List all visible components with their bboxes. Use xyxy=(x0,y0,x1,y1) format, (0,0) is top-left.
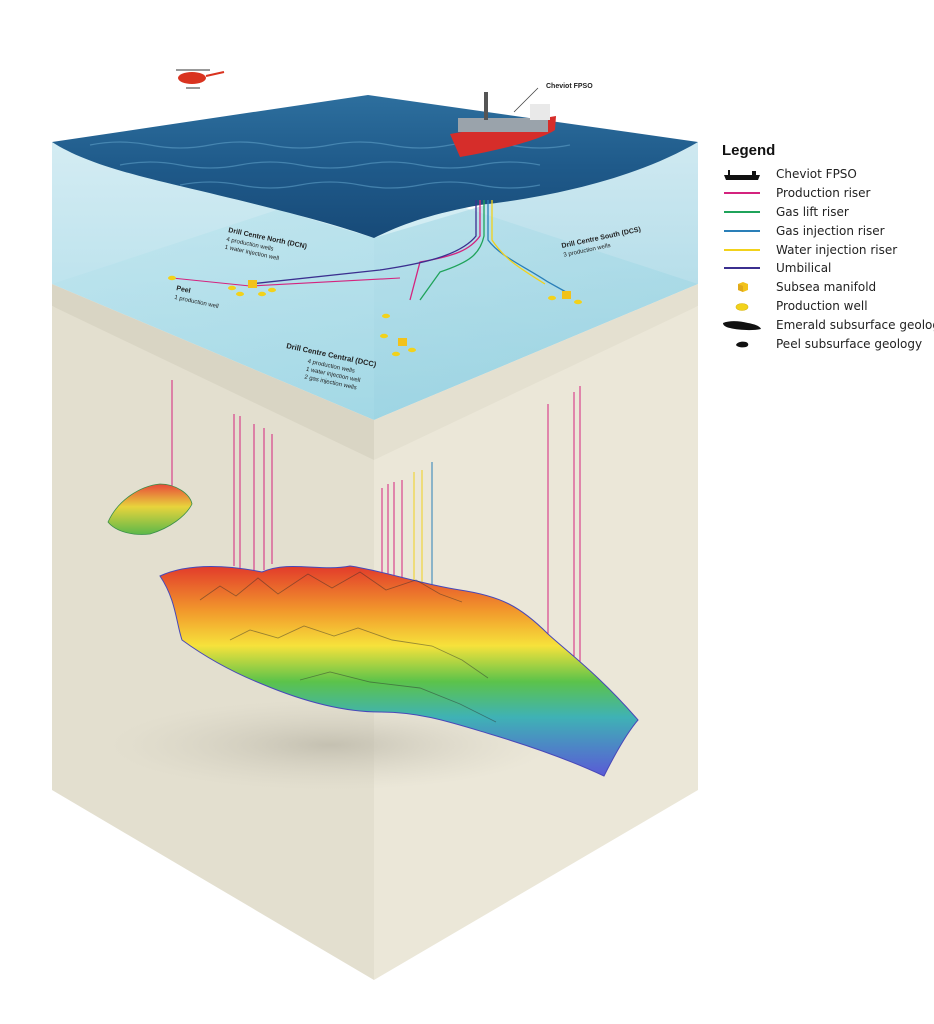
manifold-cube-icon xyxy=(722,280,762,294)
peel-geology xyxy=(107,483,193,535)
legend-item-umbilical: Umbilical xyxy=(722,259,932,278)
legend-label: Water injection riser xyxy=(776,242,898,257)
well-dcn-1 xyxy=(228,285,236,291)
gas-injection-riser xyxy=(487,200,567,293)
water-column xyxy=(52,95,698,460)
fpso-superstructure xyxy=(530,104,550,120)
well-dcs-2 xyxy=(574,299,582,305)
fpso-label: Cheviot FPSO xyxy=(546,83,593,90)
water-injection-riser xyxy=(491,200,546,285)
seabed-surface xyxy=(52,178,698,420)
seabed-hardware xyxy=(168,275,582,357)
legend-item-fpso: Cheviot FPSO xyxy=(722,165,932,184)
legend-item-subsea-manifold: Subsea manifold xyxy=(722,278,932,297)
umbilical xyxy=(249,200,477,285)
legend-item-peel-geology: Peel subsurface geology xyxy=(722,334,932,353)
manifold-dcn xyxy=(248,280,257,288)
svg-text:Peel: Peel xyxy=(176,285,192,295)
legend-item-gas-lift-riser: Gas lift riser xyxy=(722,203,932,222)
gas-injection-riser-line-icon xyxy=(722,224,762,238)
legend-item-production-well: Production well xyxy=(722,297,932,316)
subsurface-geology xyxy=(107,483,639,777)
legend-item-water-injection-riser: Water injection riser xyxy=(722,240,932,259)
reservoir-shadow xyxy=(110,700,550,790)
legend-item-emerald-geology: Emerald subsurface geology xyxy=(722,315,934,334)
legend-label: Emerald subsurface geology xyxy=(776,317,934,332)
well-peel xyxy=(168,275,176,281)
helicopter-icon xyxy=(176,69,225,89)
legend-label: Cheviot FPSO xyxy=(776,167,857,182)
manifold-dcs xyxy=(562,291,571,299)
well-dcn-4 xyxy=(268,287,276,293)
gas-lift-riser-line-icon xyxy=(722,205,762,219)
emerald-geology-blob-icon xyxy=(722,318,762,332)
well-dcn-3 xyxy=(258,291,266,297)
well-dcc-1 xyxy=(382,313,390,319)
fpso-ship: Cheviot FPSO xyxy=(450,83,593,157)
well-dcn-2 xyxy=(236,291,244,297)
seabed-right-edge xyxy=(374,284,698,460)
well-disc-icon xyxy=(722,299,762,313)
well-dcc-2 xyxy=(380,333,388,339)
fpso-deck xyxy=(458,118,548,132)
peel-geology-blob-icon xyxy=(722,337,762,351)
manifold-dcc xyxy=(398,338,407,346)
well-dcc-3 xyxy=(392,351,400,357)
legend-title: Legend xyxy=(722,142,776,159)
legend-item-production-riser: Production riser xyxy=(722,184,932,203)
fpso-label-leader xyxy=(513,87,539,113)
well-dcc-4 xyxy=(408,347,416,353)
emerald-geology xyxy=(159,565,639,777)
water-injection-riser-line-icon xyxy=(722,243,762,257)
legend-label: Umbilical xyxy=(776,261,832,276)
legend-label: Gas injection riser xyxy=(776,223,885,238)
gas-lift-riser xyxy=(419,200,485,301)
emerald-ridges xyxy=(199,571,497,723)
legend-label: Production riser xyxy=(776,186,871,201)
legend-label: Gas lift riser xyxy=(776,204,849,219)
fpso-tower xyxy=(484,92,488,120)
legend-label: Peel subsurface geology xyxy=(776,336,923,351)
well-dcs-1 xyxy=(548,295,556,301)
legend-label: Production well xyxy=(776,298,868,313)
legend-label: Subsea manifold xyxy=(776,280,877,295)
production-riser-line-icon xyxy=(722,186,762,200)
ship-silhouette-icon xyxy=(722,167,762,181)
legend: Legend Cheviot FPSO Production riser Gas… xyxy=(722,142,934,353)
seabed-left-edge xyxy=(52,284,374,460)
legend-item-gas-injection-riser: Gas injection riser xyxy=(722,221,932,240)
umbilical-line-icon xyxy=(722,261,762,275)
